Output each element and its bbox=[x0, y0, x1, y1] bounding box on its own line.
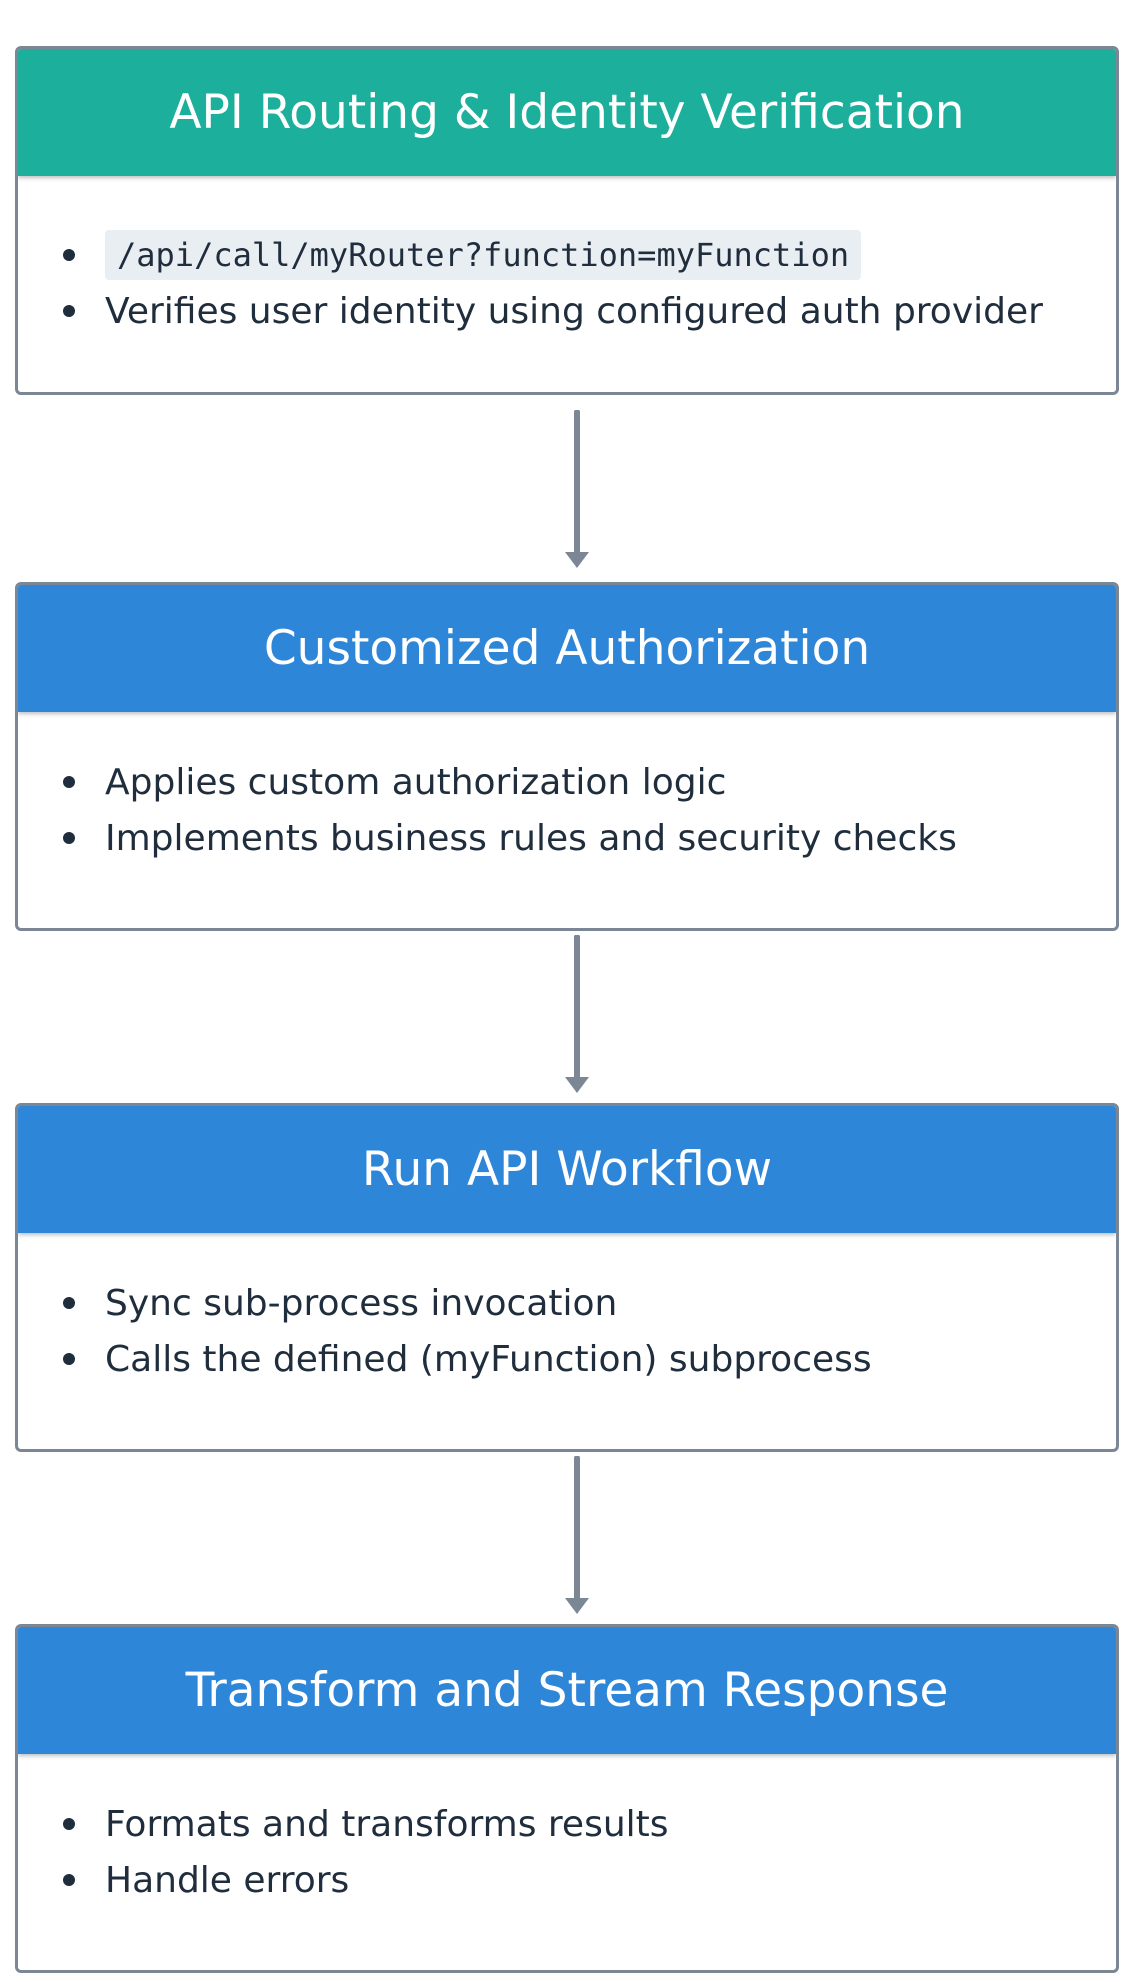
list-item-text: Calls the defined (myFunction) subproces… bbox=[105, 1338, 872, 1380]
list-item-text: Verifies user identity using configured … bbox=[105, 290, 1043, 332]
list-item: Verifies user identity using configured … bbox=[43, 283, 1116, 339]
bullet-icon bbox=[63, 1818, 75, 1830]
bullet-icon bbox=[63, 1297, 75, 1309]
bullet-icon bbox=[63, 776, 75, 788]
list-item-text: Implements business rules and security c… bbox=[105, 817, 957, 859]
list-item-text: Formats and transforms results bbox=[105, 1803, 669, 1845]
step-body: Applies custom authorization logic Imple… bbox=[18, 712, 1116, 866]
bullet-icon bbox=[63, 832, 75, 844]
list-item: Sync sub-process invocation bbox=[43, 1275, 1116, 1331]
step-card-workflow: Run API Workflow Sync sub-process invoca… bbox=[15, 1103, 1119, 1452]
step-title: Transform and Stream Response bbox=[18, 1627, 1116, 1754]
step-body: Sync sub-process invocation Calls the de… bbox=[18, 1233, 1116, 1387]
step-body: Formats and transforms results Handle er… bbox=[18, 1754, 1116, 1908]
down-arrow-icon bbox=[565, 410, 589, 568]
list-item: Formats and transforms results bbox=[43, 1796, 1116, 1852]
bullet-list: Formats and transforms results Handle er… bbox=[43, 1796, 1116, 1908]
bullet-icon bbox=[63, 305, 75, 317]
down-arrow-icon bbox=[565, 935, 589, 1093]
bullet-icon bbox=[63, 249, 75, 261]
step-card-routing: API Routing & Identity Verification /api… bbox=[15, 46, 1119, 395]
bullet-list: Applies custom authorization logic Imple… bbox=[43, 754, 1116, 866]
down-arrow-icon bbox=[565, 1456, 589, 1614]
step-card-authorization: Customized Authorization Applies custom … bbox=[15, 582, 1119, 931]
list-item-text: Handle errors bbox=[105, 1859, 350, 1901]
bullet-icon bbox=[63, 1353, 75, 1365]
list-item-text: Applies custom authorization logic bbox=[105, 761, 727, 803]
step-body: /api/call/myRouter?function=myFunction V… bbox=[18, 176, 1116, 339]
list-item: Calls the defined (myFunction) subproces… bbox=[43, 1331, 1116, 1387]
list-item: Implements business rules and security c… bbox=[43, 810, 1116, 866]
step-title: API Routing & Identity Verification bbox=[18, 49, 1116, 176]
list-item-text: Sync sub-process invocation bbox=[105, 1282, 618, 1324]
list-item: Handle errors bbox=[43, 1852, 1116, 1908]
bullet-icon bbox=[63, 1874, 75, 1886]
list-item: /api/call/myRouter?function=myFunction bbox=[43, 227, 1116, 283]
step-title: Run API Workflow bbox=[18, 1106, 1116, 1233]
bullet-list: Sync sub-process invocation Calls the de… bbox=[43, 1275, 1116, 1387]
list-item: Applies custom authorization logic bbox=[43, 754, 1116, 810]
step-title: Customized Authorization bbox=[18, 585, 1116, 712]
endpoint-code: /api/call/myRouter?function=myFunction bbox=[105, 230, 862, 280]
bullet-list: /api/call/myRouter?function=myFunction V… bbox=[43, 227, 1116, 339]
step-card-response: Transform and Stream Response Formats an… bbox=[15, 1624, 1119, 1973]
